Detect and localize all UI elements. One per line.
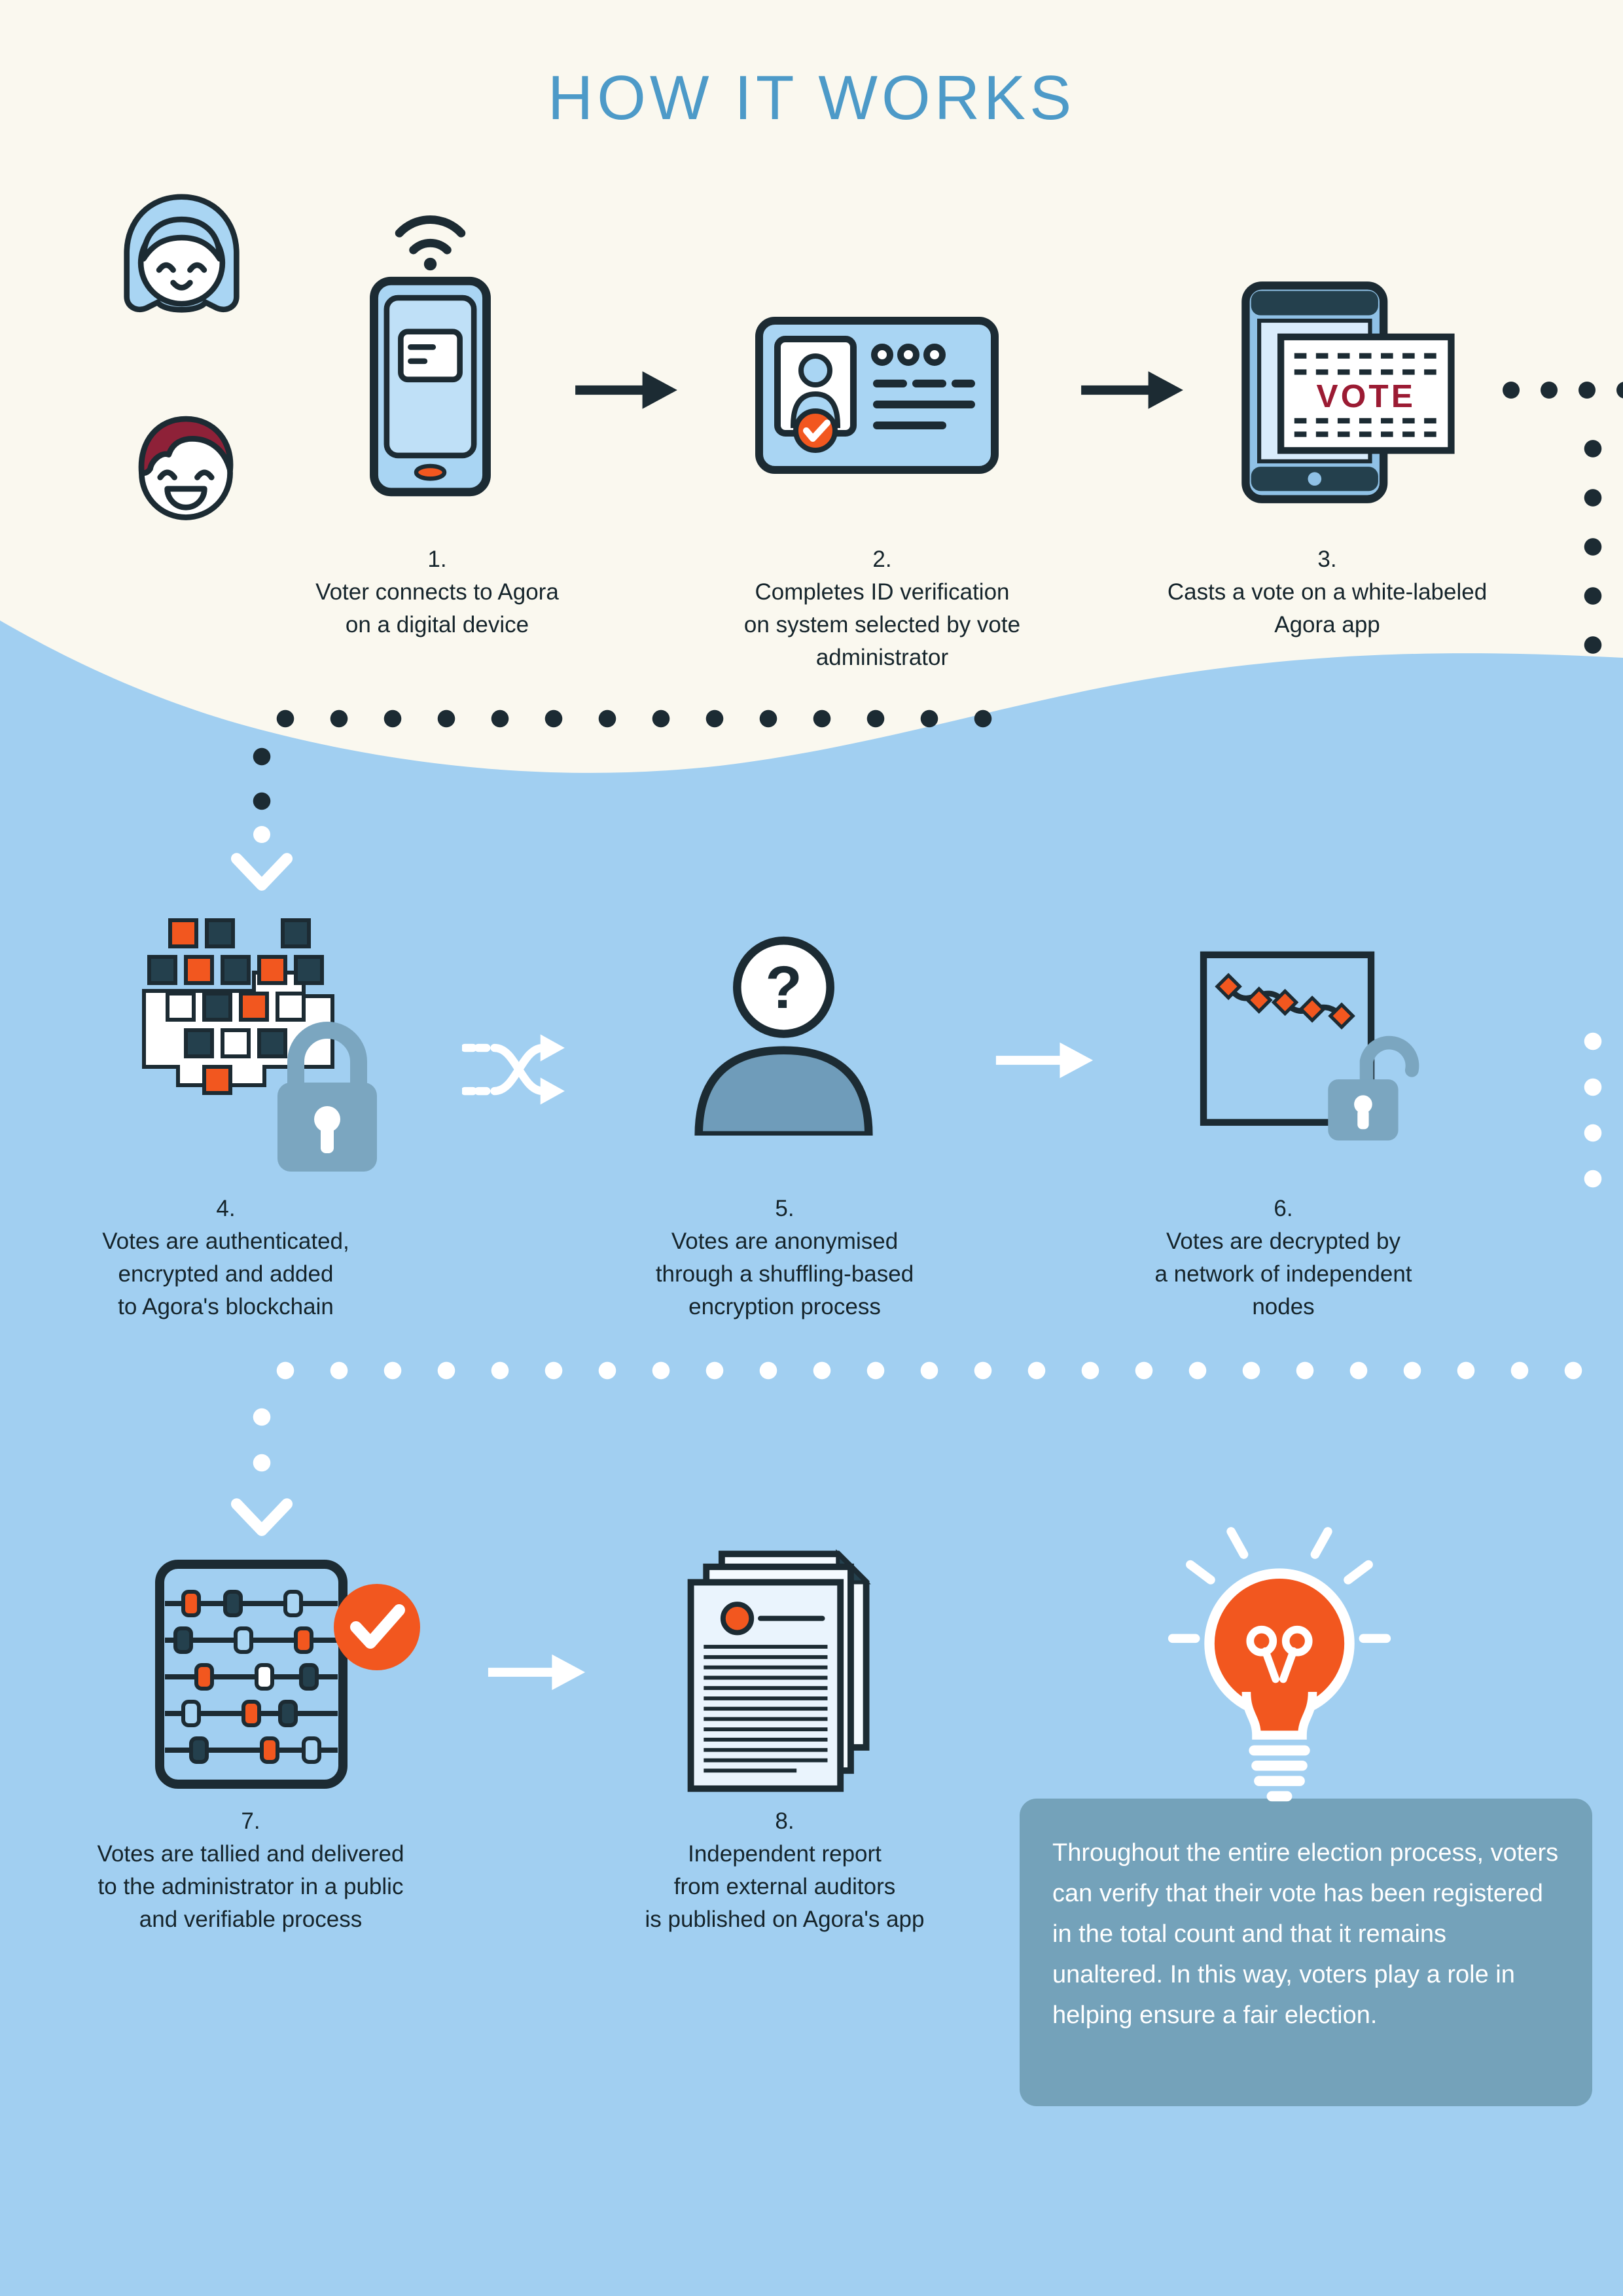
step-number: 3. — [1317, 547, 1337, 572]
step-number: 7. — [241, 1808, 260, 1834]
arrow-right-icon — [575, 371, 677, 409]
step-number: 2. — [872, 547, 892, 572]
dotted-line — [1584, 424, 1602, 673]
arrow-right-white-icon — [995, 1042, 1094, 1079]
id-card-icon — [755, 317, 999, 474]
step-8-label: 8. Independent report from external audi… — [588, 1805, 981, 1936]
step-2-label: 2. Completes ID verification on system s… — [686, 543, 1079, 674]
step-number: 4. — [216, 1196, 236, 1221]
blockchain-lock-icon — [142, 918, 377, 1172]
anonymous-voter-icon: ? — [694, 936, 873, 1136]
svg-text:VOTE: VOTE — [1317, 378, 1416, 414]
chevron-down-icon — [230, 853, 293, 891]
step-4-label: 4. Votes are authenticated, encrypted an… — [62, 1193, 389, 1323]
step-7-label: 7. Votes are tallied and delivered to th… — [54, 1805, 447, 1936]
shuffle-icon — [462, 1034, 565, 1105]
dotted-line — [1503, 382, 1623, 399]
step-3-label: 3. Casts a vote on a white-labeled Agora… — [1098, 543, 1556, 641]
arrow-right-white-icon — [488, 1654, 586, 1691]
chevron-down-icon — [230, 1498, 293, 1536]
svg-text:?: ? — [765, 954, 802, 1021]
step-number: 8. — [775, 1808, 794, 1834]
step-6-label: 6. Votes are decrypted by a network of i… — [1087, 1193, 1480, 1323]
step-number: 5. — [775, 1196, 794, 1221]
phone-icon — [370, 215, 491, 497]
voter-woman-icon — [124, 194, 240, 313]
lightbulb-icon — [1168, 1527, 1391, 1802]
abacus-tally-icon — [155, 1560, 420, 1789]
dotted-line — [259, 709, 1018, 728]
arrow-right-icon — [1081, 371, 1183, 409]
report-icon — [687, 1549, 871, 1792]
step-1-label: 1. Voter connects to Agora on a digital … — [274, 543, 601, 641]
network-decrypt-icon — [1200, 951, 1419, 1141]
dotted-line — [253, 826, 270, 843]
step-5-label: 5. Votes are anonymised through a shuffl… — [588, 1193, 981, 1323]
page-title: HOW IT WORKS — [547, 63, 1076, 133]
info-text: Throughout the entire election process, … — [1052, 1839, 1559, 2029]
step-number: 6. — [1274, 1196, 1293, 1221]
dotted-line — [1584, 1018, 1602, 1208]
dotted-line — [253, 1394, 271, 1489]
dotted-line — [259, 1361, 1603, 1380]
tablet-vote-icon: VOTE — [1241, 281, 1455, 503]
voter-man-icon — [138, 416, 234, 520]
verification-info-box: Throughout the entire election process, … — [1020, 1799, 1592, 2106]
step-number: 1. — [427, 547, 447, 572]
dotted-line — [253, 734, 271, 826]
